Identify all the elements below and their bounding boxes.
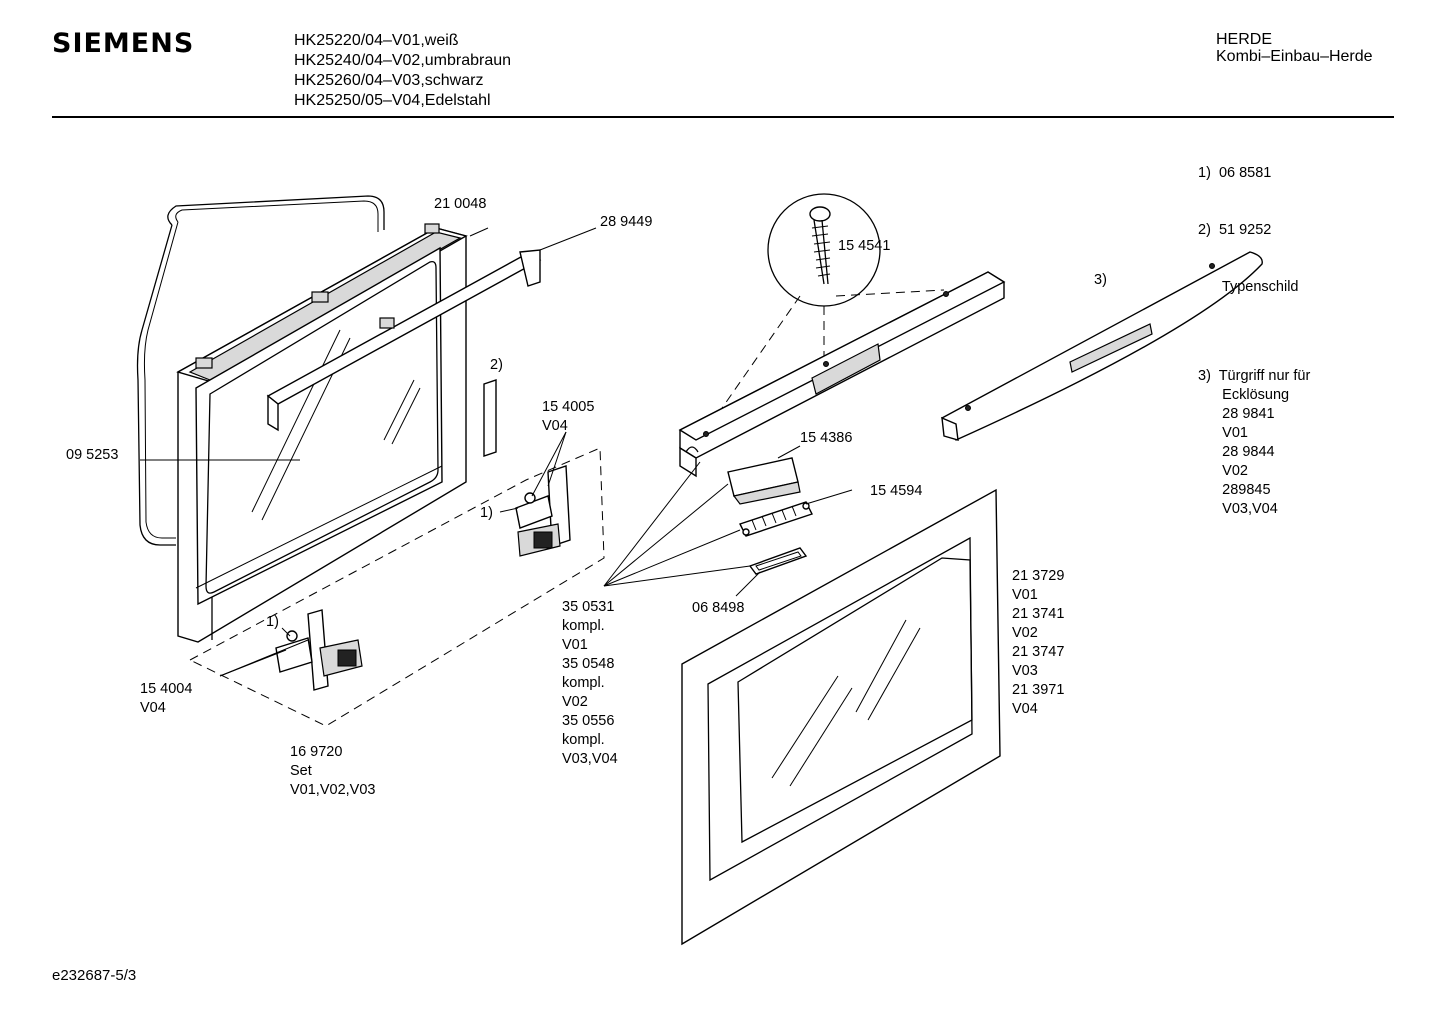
- door-handle-ecklosung: [941, 251, 1263, 441]
- brand-logo: SIEMENS: [52, 28, 195, 59]
- note-line: V03,V04: [1198, 501, 1278, 517]
- note-line: Ecklösung: [1198, 387, 1290, 403]
- label-095253: 09 5253: [66, 447, 119, 463]
- label-line: 16 9720: [290, 744, 343, 760]
- label-ref-3: 3): [1094, 272, 1107, 288]
- outer-door-glass: [681, 488, 1001, 946]
- document-id: e232687-5/3: [52, 967, 137, 984]
- type-plate: [483, 379, 497, 457]
- model-list: HK25220/04–V01,weiß HK25240/04–V02,umbra…: [294, 31, 511, 111]
- label-line: 15 4005: [542, 399, 595, 415]
- screw: [809, 206, 831, 285]
- header-divider: [52, 116, 1394, 118]
- category-line: HERDE: [1216, 31, 1273, 48]
- label-line: V03,V04: [562, 751, 618, 767]
- model-line: HK25240/04–V02,umbrabraun: [294, 52, 512, 69]
- vent-grille: [739, 501, 813, 537]
- hinge-set-outline: [188, 447, 605, 727]
- note-line: Typenschild: [1198, 279, 1299, 295]
- label-line: V01,V02,V03: [290, 782, 376, 798]
- label-line: V03: [1012, 663, 1038, 679]
- note-handle: 3) Türgriff nur für Ecklösung 28 9841 V0…: [1198, 367, 1310, 519]
- hinge-lower: [275, 609, 363, 691]
- note-line: 3) Türgriff nur für: [1198, 368, 1311, 384]
- label-line: V04: [542, 418, 568, 434]
- label-line: 35 0531: [562, 599, 615, 615]
- label-line: Set: [290, 763, 312, 779]
- door-gasket: [167, 195, 385, 230]
- label-210048: 21 0048: [434, 196, 487, 212]
- label-line: 21 3741: [1012, 606, 1065, 622]
- model-line: HK25260/04–V03,schwarz: [294, 72, 484, 89]
- label-289449: 28 9449: [600, 214, 653, 230]
- label-line: 35 0548: [562, 656, 615, 672]
- label-068498: 06 8498: [692, 600, 745, 616]
- note-line: 28 9844: [1198, 444, 1275, 460]
- label-154004: 15 4004 V04: [140, 680, 192, 718]
- label-line: 35 0556: [562, 713, 615, 729]
- note-line: 28 9841: [1198, 406, 1275, 422]
- label-169720: 16 9720 Set V01,V02,V03: [290, 743, 375, 800]
- product-category: HERDE Kombi–Einbau–Herde: [1216, 31, 1373, 65]
- label-ref-1a: 1): [480, 505, 493, 521]
- model-line: HK25250/05–V04,Edelstahl: [294, 92, 491, 109]
- label-line: V04: [1012, 701, 1038, 717]
- handle-rail: [678, 271, 1006, 478]
- label-line: kompl.: [562, 618, 605, 634]
- label-line: V02: [562, 694, 588, 710]
- label-line: V01: [562, 637, 588, 653]
- label-line: kompl.: [562, 732, 605, 748]
- note-line: 1) 06 8581: [1198, 165, 1272, 181]
- note-references: 1) 06 8581 2) 51 9252 Typenschild: [1198, 126, 1298, 316]
- note-line: 289845: [1198, 482, 1271, 498]
- label-line: V04: [140, 700, 166, 716]
- label-line: kompl.: [562, 675, 605, 691]
- label-154386: 15 4386: [800, 430, 853, 446]
- label-line: 21 3747: [1012, 644, 1065, 660]
- note-line: V01: [1198, 425, 1248, 441]
- label-350531: 35 0531 kompl. V01 35 0548 kompl. V02 35…: [562, 598, 618, 769]
- label-line: 21 3971: [1012, 682, 1065, 698]
- note-line: 2) 51 9252: [1198, 222, 1272, 238]
- label-line: V02: [1012, 625, 1038, 641]
- label-line: 15 4004: [140, 681, 193, 697]
- model-line: HK25220/04–V01,weiß: [294, 32, 459, 49]
- door-gasket-inner: [175, 200, 379, 232]
- label-154594: 15 4594: [870, 483, 923, 499]
- label-213729: 21 3729 V01 21 3741 V02 21 3747 V03 21 3…: [1012, 567, 1064, 719]
- label-line: V01: [1012, 587, 1038, 603]
- label-154005: 15 4005 V04: [542, 398, 594, 436]
- label-line: 21 3729: [1012, 568, 1065, 584]
- label-ref-1b: 1): [266, 614, 279, 630]
- category-line: Kombi–Einbau–Herde: [1216, 48, 1373, 65]
- label-154541: 15 4541: [838, 238, 891, 254]
- label-ref-2: 2): [490, 357, 503, 373]
- note-line: V02: [1198, 463, 1248, 479]
- hinge-upper: [515, 465, 571, 557]
